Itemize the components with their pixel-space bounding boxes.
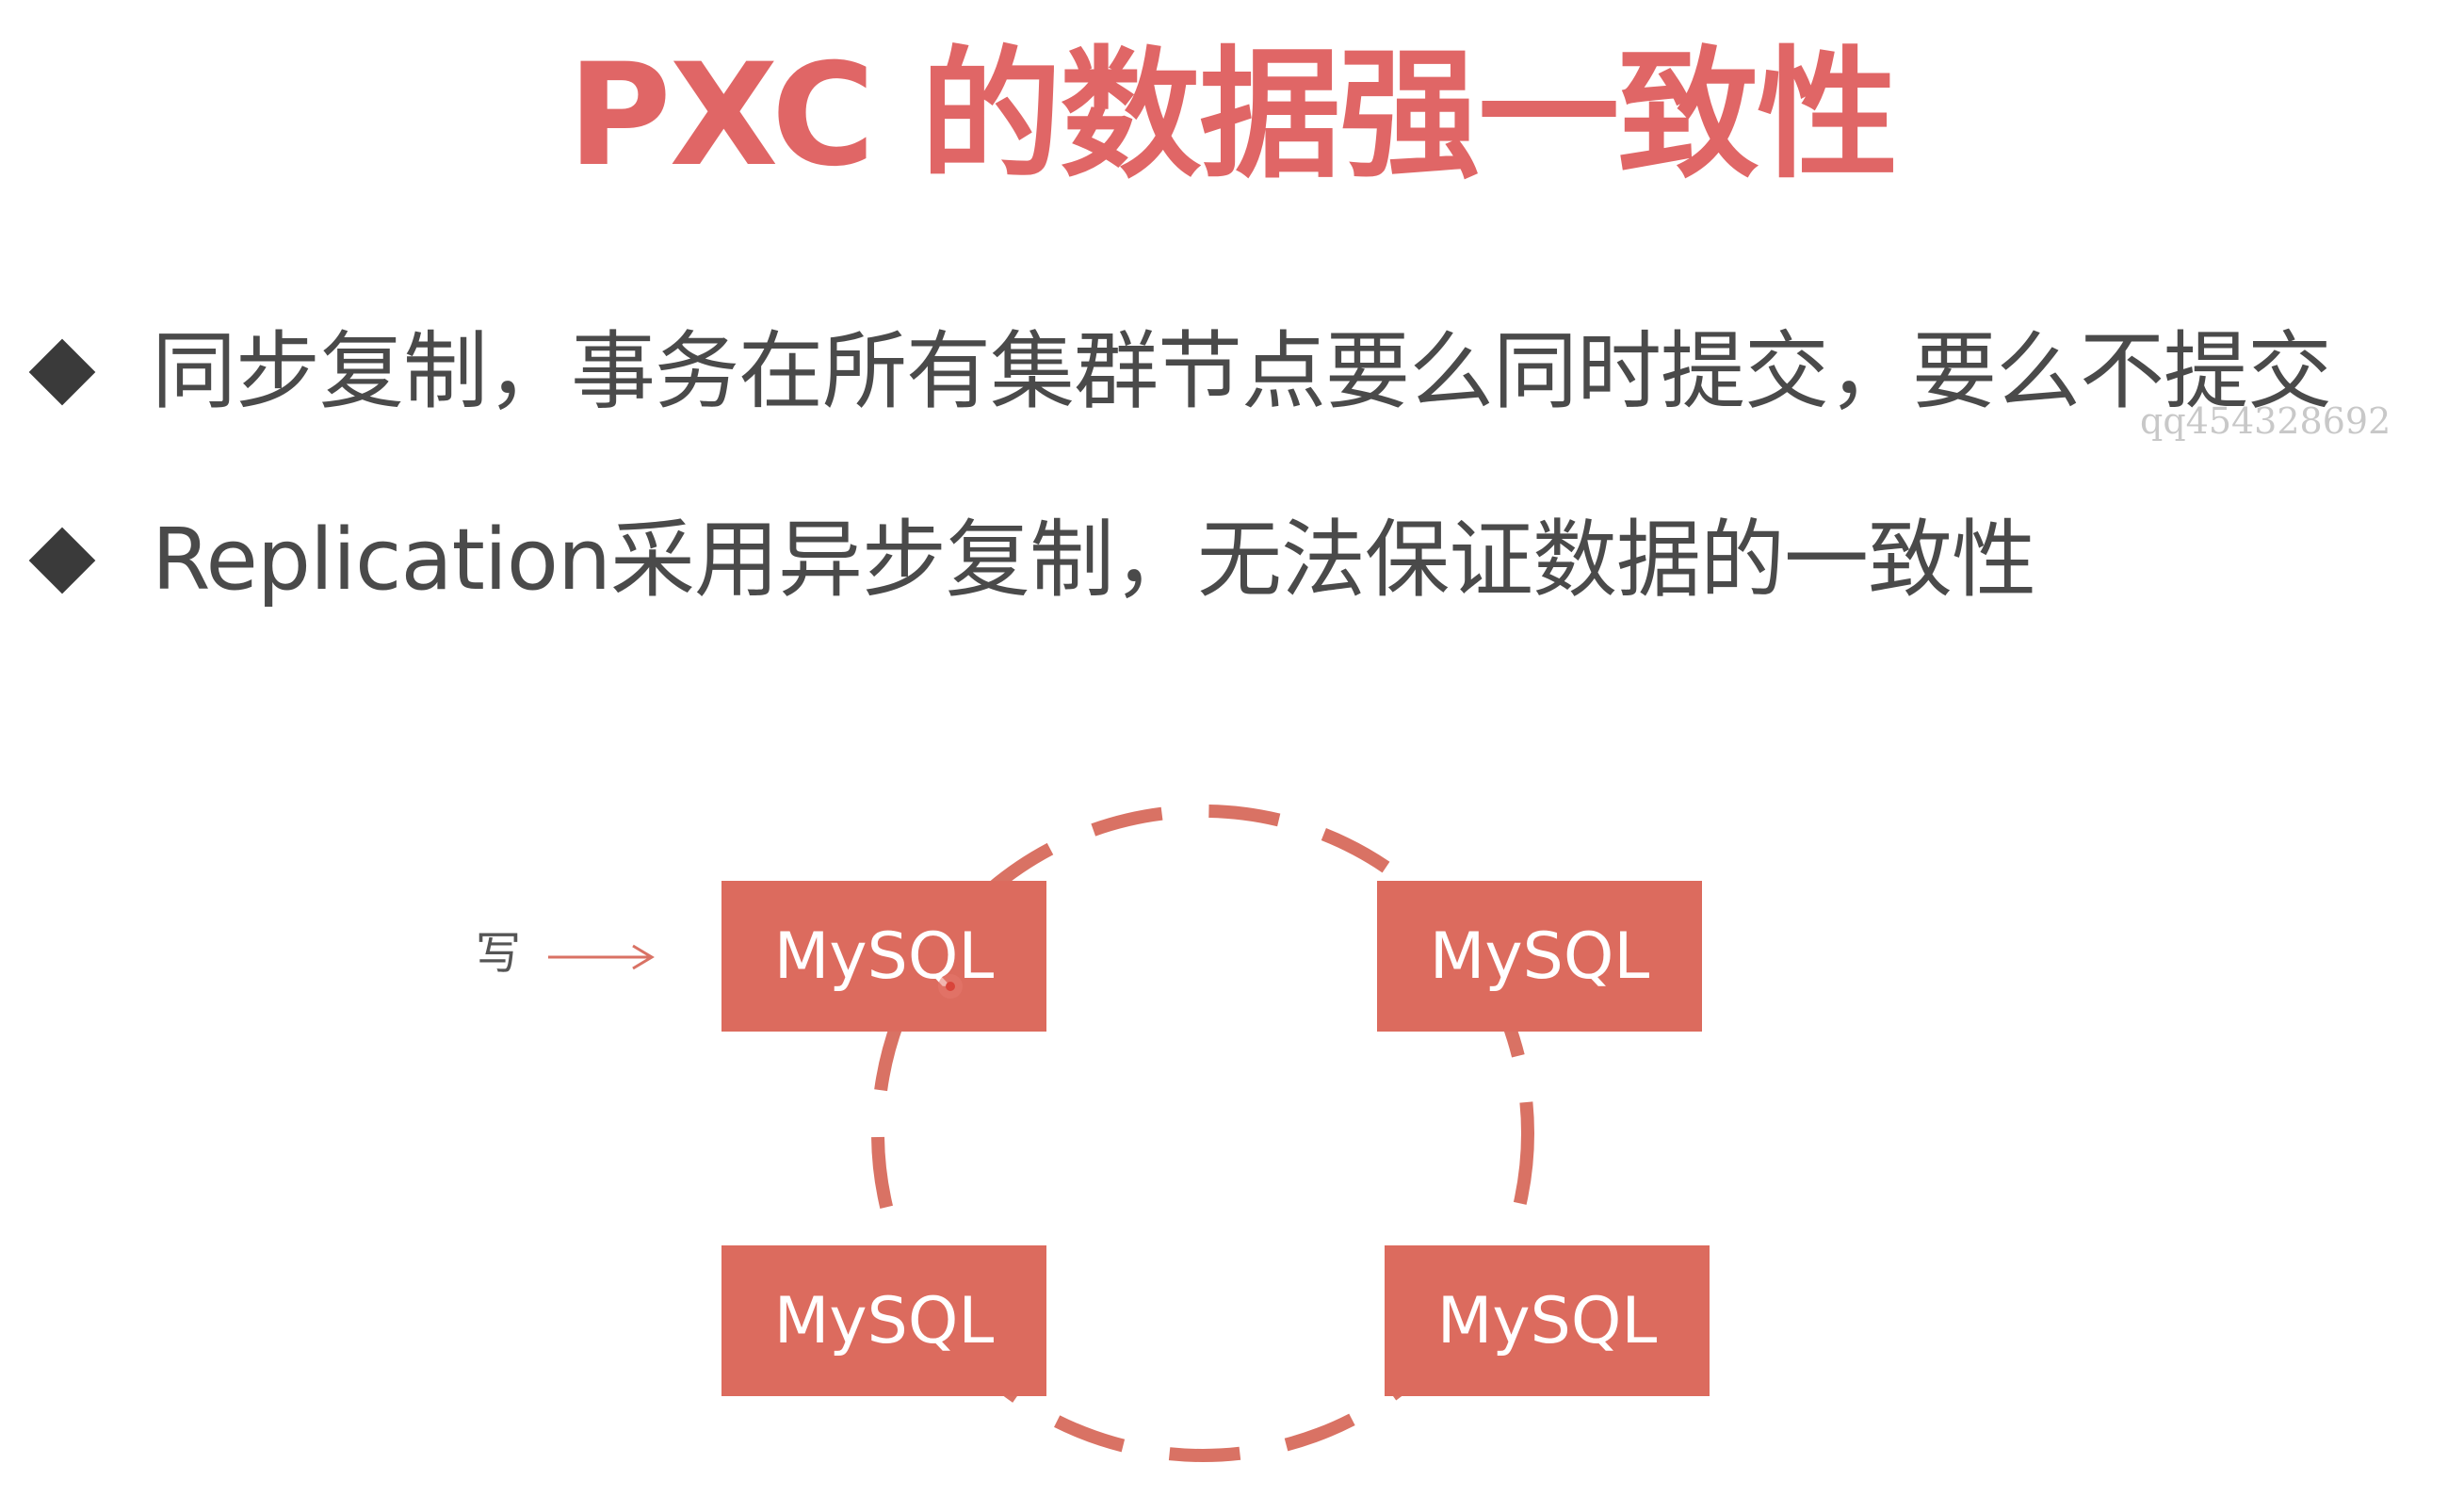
bullet-text: Replication采用异步复制，无法保证数据的一致性: [152, 511, 2036, 610]
slide-title: PXC 的数据强一致性: [567, 34, 1899, 198]
mysql-node-top-left: MySQL: [721, 881, 1046, 1032]
bullet-item-replication: Replication采用异步复制，无法保证数据的一致性: [24, 499, 2036, 622]
mysql-node-top-right: MySQL: [1377, 881, 1702, 1032]
pointer-cursor-icon: [938, 974, 963, 999]
watermark: qq454328692: [2140, 400, 2391, 442]
replication-ring: [871, 805, 1534, 1462]
write-label: 写: [476, 927, 522, 980]
bullet-text: 同步复制，事务在所有集群节点要么同时提交，要么不提交: [152, 322, 2332, 421]
write-arrow-head: [632, 944, 655, 970]
mysql-node-bottom-left: MySQL: [721, 1245, 1046, 1396]
bullet-item-sync: 同步复制，事务在所有集群节点要么同时提交，要么不提交: [24, 311, 2332, 433]
mysql-node-bottom-right: MySQL: [1385, 1245, 1710, 1396]
